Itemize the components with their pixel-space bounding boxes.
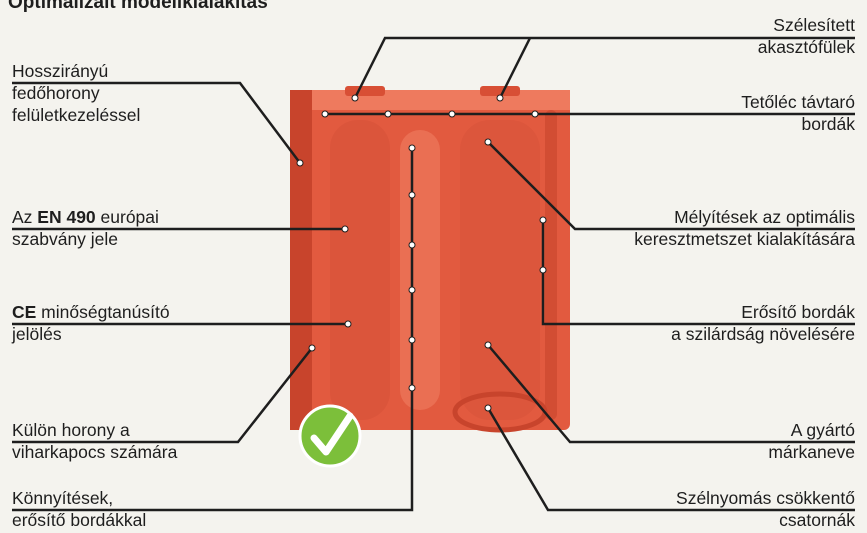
label-line: Külön horony a bbox=[12, 419, 177, 441]
label-line: fedőhorony bbox=[12, 82, 140, 104]
label-erosito: Erősítő bordák a szilárdság növelésére bbox=[671, 301, 855, 345]
label-line: viharkapocs számára bbox=[12, 441, 177, 463]
label-konny: Könnyítések, erősítő bordákkal bbox=[12, 487, 146, 531]
label-line: A gyártó bbox=[768, 419, 855, 441]
label-line: Hosszirányú bbox=[12, 60, 140, 82]
label-line: márkaneve bbox=[768, 441, 855, 463]
channel bbox=[330, 120, 390, 420]
label-gyarto: A gyártó márkaneve bbox=[768, 419, 855, 463]
label-line: keresztmetszet kialakítására bbox=[634, 228, 855, 250]
label-line: jelölés bbox=[12, 323, 170, 345]
label-text: minőségtanúsító bbox=[36, 302, 169, 322]
hanging-lug bbox=[345, 86, 385, 96]
label-line: csatornák bbox=[676, 509, 855, 531]
label-line: Szélesített bbox=[758, 14, 855, 36]
label-line: Szélnyomás csökkentő bbox=[676, 487, 855, 509]
label-line: Mélyítések az optimális bbox=[634, 206, 855, 228]
label-szel: Szélnyomás csökkentő csatornák bbox=[676, 487, 855, 531]
label-text: európai bbox=[96, 207, 159, 227]
channel bbox=[400, 130, 440, 410]
label-en490: Az EN 490 európai szabvány jele bbox=[12, 206, 159, 250]
label-ce: CE minőségtanúsító jelölés bbox=[12, 301, 170, 345]
label-line: bordák bbox=[741, 113, 855, 135]
label-line: erősítő bordákkal bbox=[12, 509, 146, 531]
label-kulon: Külön horony a viharkapocs számára bbox=[12, 419, 177, 463]
label-line: akasztófülek bbox=[758, 36, 855, 58]
label-melyit: Mélyítések az optimális keresztmetszet k… bbox=[634, 206, 855, 250]
label-line: felületkezeléssel bbox=[12, 104, 140, 126]
channel bbox=[460, 120, 540, 420]
label-line: a szilárdság növelésére bbox=[671, 323, 855, 345]
diagram-title: Optimalizált modellkialakítás bbox=[8, 0, 268, 14]
checkmark-icon bbox=[300, 406, 360, 466]
label-line: Erősítő bordák bbox=[671, 301, 855, 323]
tile-left-edge bbox=[290, 90, 312, 430]
label-text: Az bbox=[12, 207, 37, 227]
label-line: szabvány jele bbox=[12, 228, 159, 250]
rib bbox=[545, 110, 557, 420]
label-line: Tetőléc távtaró bbox=[741, 91, 855, 113]
label-line: Könnyítések, bbox=[12, 487, 146, 509]
label-tetolec: Tetőléc távtaró bordák bbox=[741, 91, 855, 135]
label-bold: CE bbox=[12, 302, 36, 322]
label-hosszi: Hosszirányú fedőhorony felületkezeléssel bbox=[12, 60, 140, 126]
label-bold: EN 490 bbox=[37, 207, 95, 227]
label-szeles: Szélesített akasztófülek bbox=[758, 14, 855, 58]
